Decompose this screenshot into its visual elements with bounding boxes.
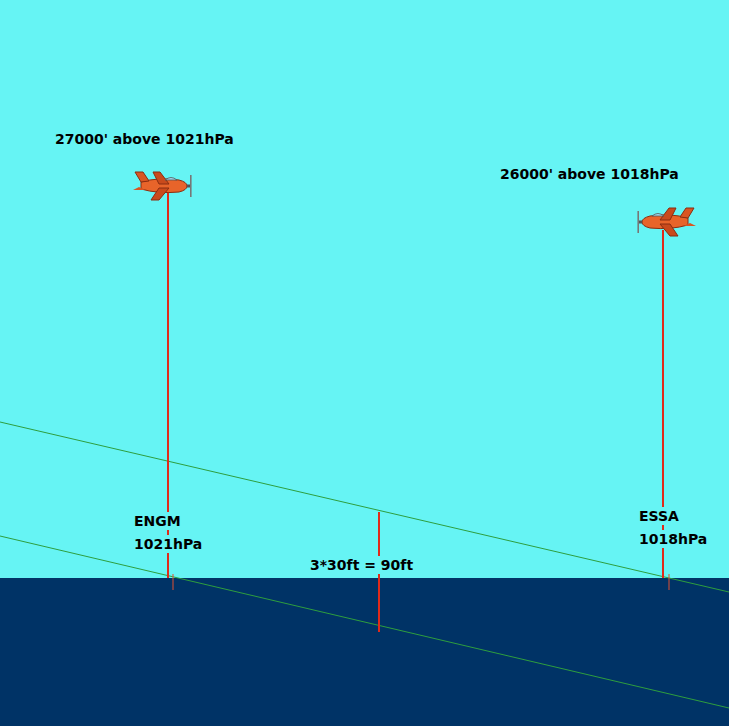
isobar-line: [0, 422, 729, 592]
altitude-line: [662, 230, 664, 578]
station-tick: [173, 574, 174, 590]
station-pressure: 1021hPa: [132, 535, 204, 553]
station-name: ESSA: [637, 507, 681, 525]
station-name: ENGM: [132, 512, 183, 530]
station-pressure: 1018hPa: [637, 530, 709, 548]
aircraft: [637, 208, 696, 236]
station-tick: [669, 574, 670, 590]
aircraft: [133, 172, 192, 200]
altitude-label: 27000' above 1021hPa: [53, 130, 236, 148]
ground: [0, 578, 729, 726]
altitude-label: 26000' above 1018hPa: [498, 165, 681, 183]
dimension-label: 3*30ft = 90ft: [308, 556, 415, 574]
isobar-line: [0, 536, 729, 708]
